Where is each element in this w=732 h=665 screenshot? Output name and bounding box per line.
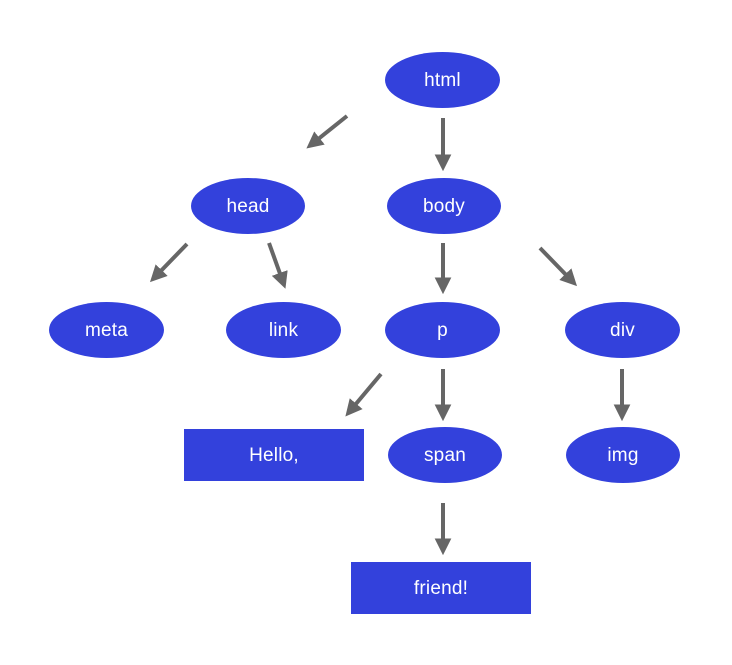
edge-arrow-p-to-hello	[345, 372, 383, 417]
edge-arrow-html-to-head	[306, 114, 349, 149]
node-label-link: link	[268, 319, 299, 341]
node-label-html: html	[424, 69, 461, 91]
node-friend[interactable]: friend!	[351, 562, 531, 614]
node-label-hello: Hello,	[249, 444, 299, 466]
node-link[interactable]: link	[226, 302, 341, 358]
node-body[interactable]: body	[387, 178, 501, 234]
node-label-span: span	[423, 444, 466, 466]
node-label-friend: friend!	[413, 577, 469, 599]
node-div[interactable]: div	[565, 302, 680, 358]
node-label-body: body	[422, 195, 465, 217]
node-img[interactable]: img	[566, 427, 680, 483]
edge-arrow-head-to-link	[267, 242, 288, 289]
node-span[interactable]: span	[388, 427, 502, 483]
node-p[interactable]: p	[385, 302, 500, 358]
node-label-img: img	[607, 444, 639, 466]
node-meta[interactable]: meta	[49, 302, 164, 358]
edge-arrow-head-to-meta	[149, 242, 189, 283]
node-hello[interactable]: Hello,	[184, 429, 364, 481]
node-html[interactable]: html	[385, 52, 500, 108]
node-label-head: head	[226, 195, 270, 217]
node-label-meta: meta	[84, 319, 129, 341]
node-head[interactable]: head	[191, 178, 305, 234]
node-label-p: p	[437, 319, 448, 341]
edge-arrow-body-to-div	[538, 246, 578, 287]
node-label-div: div	[610, 319, 635, 341]
